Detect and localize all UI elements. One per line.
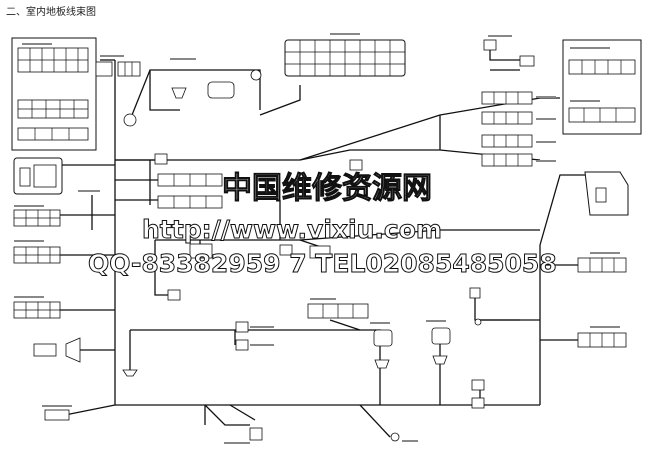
- diagram-title: 二、室内地板线束图: [6, 7, 96, 18]
- watermark-line2: http://www.vixiu.com: [142, 215, 442, 244]
- top-center-connector: [284, 39, 406, 77]
- right-fuse-panel: [562, 39, 642, 135]
- harness-wires: [60, 45, 600, 438]
- watermark-line3: QQ-83382959 7 TEL02085485058: [88, 249, 557, 278]
- left-fuse-panel: [11, 37, 97, 151]
- connectors: [13, 39, 627, 442]
- watermark-line1: 中国维修资源网: [222, 171, 432, 206]
- right-bracket: [584, 171, 629, 216]
- tiny-labels: [14, 33, 620, 444]
- left-bracket: [13, 157, 63, 195]
- watermark: 中国维修资源网 http://www.vixiu.com QQ-83382959…: [88, 171, 558, 279]
